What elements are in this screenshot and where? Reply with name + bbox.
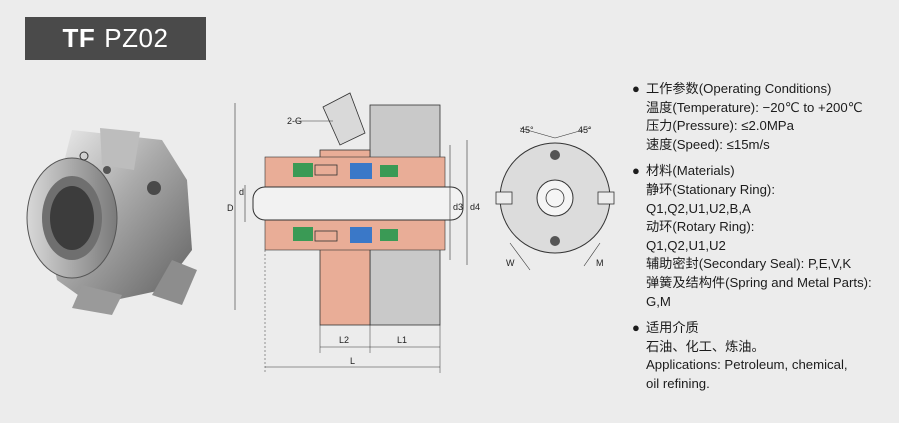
- label-M: M: [596, 258, 604, 268]
- label-angle-left: 45°: [520, 125, 534, 135]
- label-port: 2-G: [287, 116, 302, 126]
- title-brand: TF: [62, 23, 96, 53]
- spec-line: 静环(Stationary Ring):: [646, 181, 775, 197]
- product-photo: [26, 128, 197, 315]
- spec-line: 辅助密封(Secondary Seal): P,E,V,K: [646, 256, 852, 272]
- spec-line: 温度(Temperature): −20℃ to +200℃: [646, 99, 863, 115]
- bullet-icon: ●: [632, 163, 640, 179]
- materials-heading: 材料(Materials): [646, 163, 735, 179]
- title-model: PZ02: [104, 23, 169, 53]
- spec-line: oil refining.: [646, 375, 710, 391]
- spec-line: 弹簧及结构件(Spring and Metal Parts):: [646, 274, 872, 290]
- rear-view-drawing: 45° 45° W M: [495, 125, 615, 271]
- label-d4: d4: [470, 202, 480, 212]
- label-L1: L1: [397, 335, 407, 345]
- applications-section: ● 适用介质 石油、化工、炼油。 Applications: Petroleum…: [632, 319, 897, 393]
- spec-line: 压力(Pressure): ≤2.0MPa: [646, 118, 794, 134]
- spec-line: Q1,Q2,U1,U2,B,A: [646, 200, 751, 216]
- section-drawing: 2-G D d d3 d4 L2 L1 L: [227, 92, 480, 373]
- spec-line: Q1,Q2,U1,U2: [646, 237, 726, 253]
- product-title: TF PZ02: [25, 17, 206, 60]
- label-angle-right: 45°: [578, 125, 592, 135]
- bullet-icon: ●: [632, 320, 640, 336]
- applications-heading: 适用介质: [646, 320, 699, 336]
- operating-heading: 工作参数(Operating Conditions): [646, 81, 832, 96]
- bullet-icon: ●: [632, 81, 640, 96]
- label-L: L: [350, 356, 355, 366]
- materials-section: ● 材料(Materials) 静环(Stationary Ring): Q1,…: [632, 162, 897, 311]
- operating-conditions-section: ● 工作参数(Operating Conditions) 温度(Temperat…: [632, 80, 897, 154]
- spec-line: 速度(Speed): ≤15m/s: [646, 136, 770, 152]
- spec-line: 动环(Rotary Ring):: [646, 219, 755, 235]
- spec-line: G,M: [646, 293, 671, 309]
- specifications: ● 工作参数(Operating Conditions) 温度(Temperat…: [632, 80, 897, 394]
- label-W: W: [506, 258, 515, 268]
- spec-line: Applications: Petroleum, chemical,: [646, 357, 848, 373]
- label-D: D: [227, 203, 234, 213]
- label-L2: L2: [339, 335, 349, 345]
- label-d3: d3: [453, 202, 463, 212]
- spec-line: 石油、化工、炼油。: [646, 338, 765, 354]
- label-d: d: [239, 187, 244, 197]
